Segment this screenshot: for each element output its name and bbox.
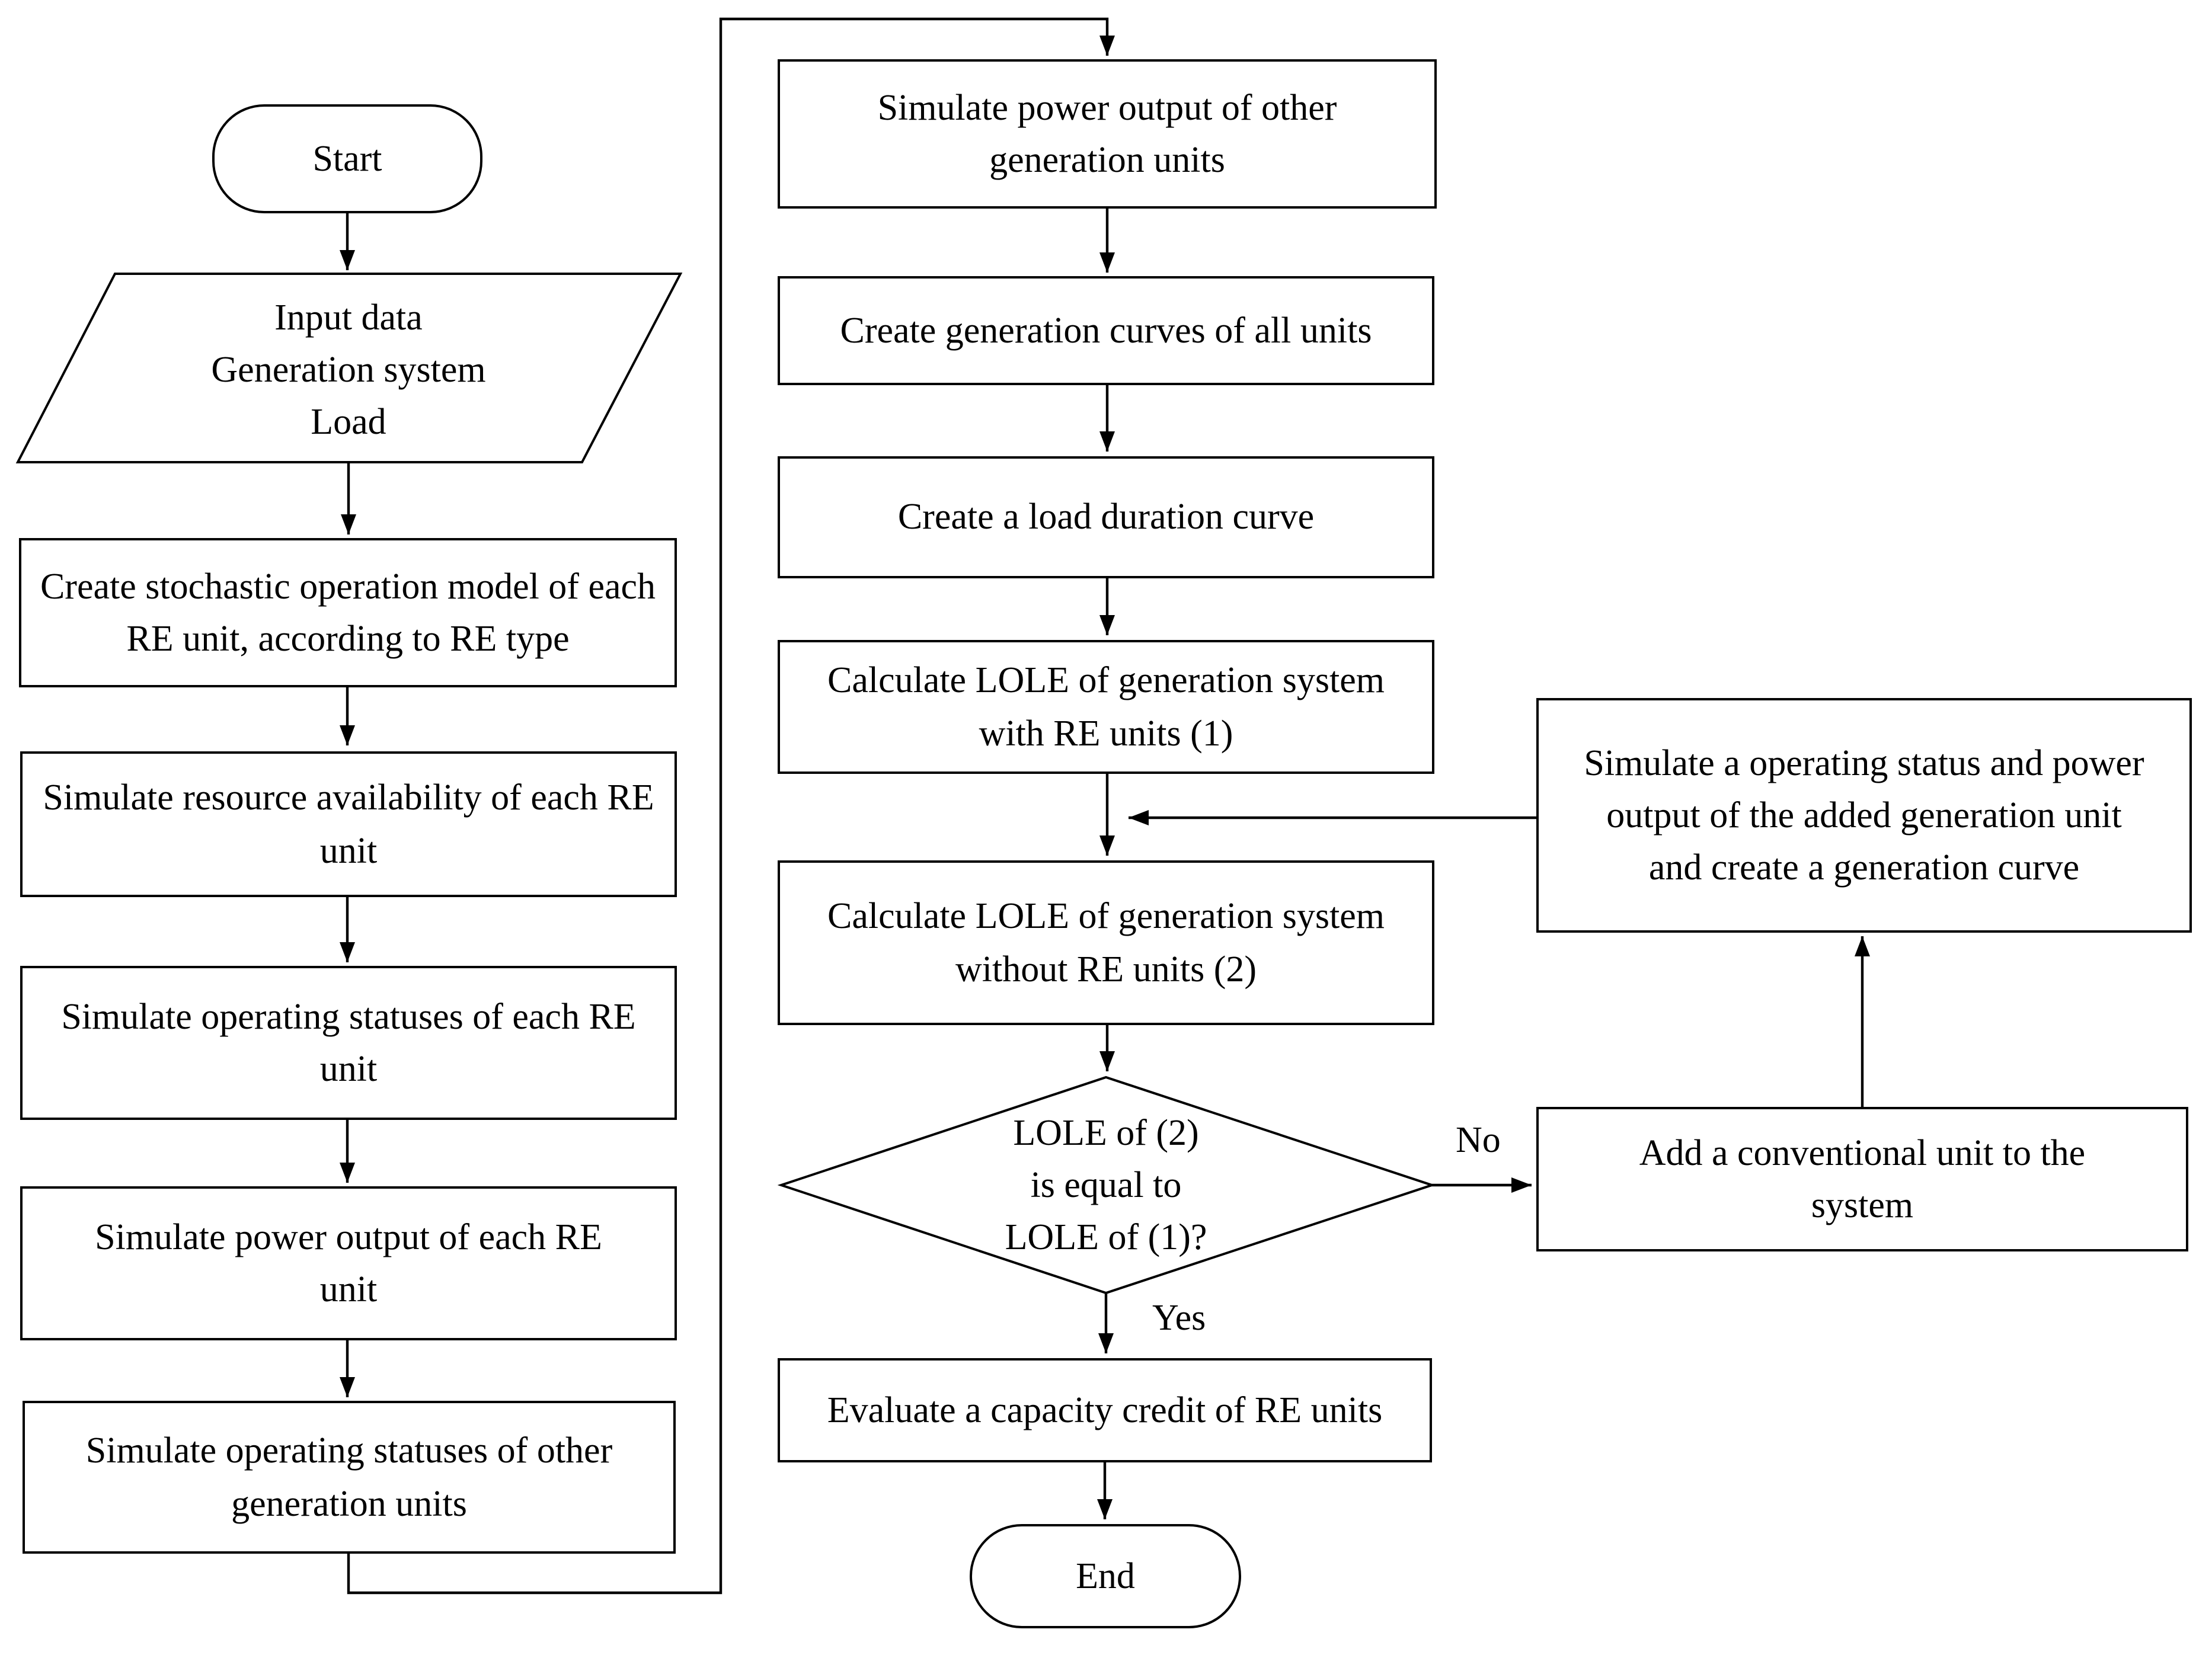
node-simulate-added-unit: Simulate a operating status and power ou… bbox=[1536, 698, 2192, 933]
node-end-label: End bbox=[1076, 1554, 1135, 1596]
node-decision-label: LOLE of (2) is equal to LOLE of (1)? bbox=[1005, 1111, 1207, 1257]
node-end: End bbox=[970, 1524, 1241, 1628]
edge-label-no: No bbox=[1456, 1119, 1501, 1160]
input-parallelogram-shape bbox=[15, 273, 683, 463]
node-simulate-power-output-other: Simulate power output of other generatio… bbox=[778, 59, 1437, 209]
node-start-label: Start bbox=[312, 137, 382, 179]
node-evaluate-capacity-credit-label: Evaluate a capacity credit of RE units bbox=[827, 1388, 1383, 1430]
node-simulate-operating-statuses-re-label: Simulate operating statuses of each RE u… bbox=[61, 995, 636, 1089]
node-calculate-lole-with-re-label: Calculate LOLE of generation system with… bbox=[827, 659, 1385, 753]
node-calculate-lole-with-re: Calculate LOLE of generation system with… bbox=[778, 640, 1434, 774]
node-simulate-power-output-other-label: Simulate power output of other generatio… bbox=[877, 86, 1337, 180]
node-create-load-duration-curve: Create a load duration curve bbox=[778, 456, 1434, 578]
node-create-stochastic-model-label: Create stochastic operation model of eac… bbox=[40, 565, 656, 659]
node-create-load-duration-curve-label: Create a load duration curve bbox=[897, 495, 1315, 537]
node-calculate-lole-without-re: Calculate LOLE of generation system with… bbox=[778, 860, 1434, 1025]
node-simulate-power-output-re-label: Simulate power output of each RE unit bbox=[95, 1215, 602, 1310]
node-start: Start bbox=[212, 104, 482, 213]
node-simulate-operating-statuses-re: Simulate operating statuses of each RE u… bbox=[20, 966, 677, 1120]
node-add-conventional-unit-label: Add a conventional unit to the system bbox=[1639, 1131, 2086, 1225]
edge-label-yes: Yes bbox=[1152, 1297, 1206, 1338]
node-decision-label-area: LOLE of (2) is equal to LOLE of (1)? bbox=[852, 1102, 1360, 1268]
node-input-data-label: Input data Generation system Load bbox=[211, 296, 486, 442]
node-simulate-resource-availability: Simulate resource availability of each R… bbox=[20, 751, 677, 897]
node-evaluate-capacity-credit: Evaluate a capacity credit of RE units bbox=[778, 1358, 1432, 1462]
node-simulate-operating-statuses-other: Simulate operating statuses of other gen… bbox=[23, 1401, 676, 1554]
node-calculate-lole-without-re-label: Calculate LOLE of generation system with… bbox=[827, 895, 1385, 989]
node-create-generation-curves: Create generation curves of all units bbox=[778, 276, 1434, 385]
node-create-stochastic-model: Create stochastic operation model of eac… bbox=[19, 538, 677, 687]
node-simulate-resource-availability-label: Simulate resource availability of each R… bbox=[43, 776, 654, 870]
node-simulate-added-unit-label: Simulate a operating status and power ou… bbox=[1584, 741, 2144, 888]
node-simulate-operating-statuses-other-label: Simulate operating statuses of other gen… bbox=[85, 1429, 613, 1523]
node-simulate-power-output-re: Simulate power output of each RE unit bbox=[20, 1186, 677, 1340]
node-input-data-label-area: Input data Generation system Load bbox=[115, 282, 582, 457]
node-create-generation-curves-label: Create generation curves of all units bbox=[840, 309, 1372, 351]
node-add-conventional-unit: Add a conventional unit to the system bbox=[1536, 1107, 2188, 1251]
connector-left-to-middle bbox=[347, 17, 1115, 1595]
